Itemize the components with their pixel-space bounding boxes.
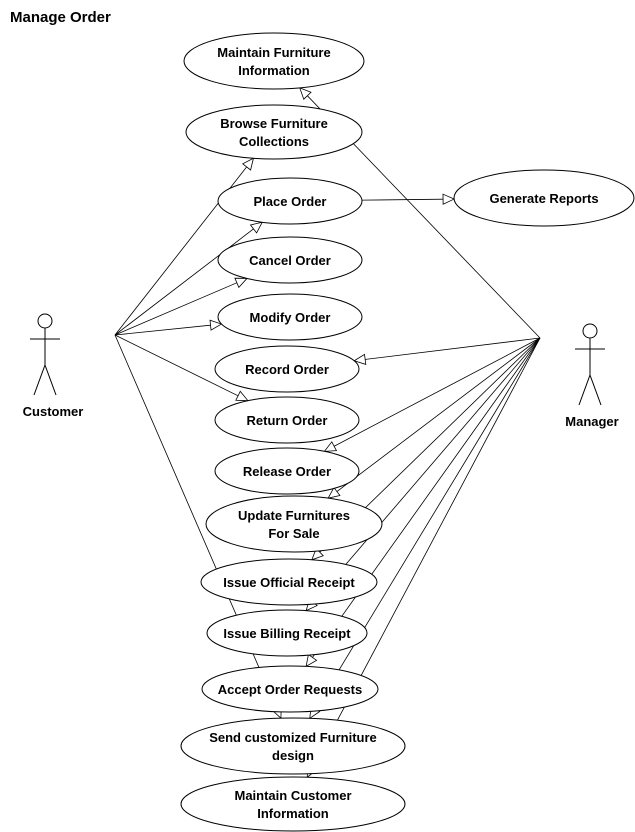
use-case-ellipse	[201, 665, 379, 713]
association-arrowhead	[299, 87, 312, 100]
association-customer-modify-order	[114, 319, 223, 336]
use-case-ellipse	[453, 169, 635, 227]
use-case-label: Accept Order Requests	[218, 682, 363, 697]
association-manager-record-order	[353, 337, 541, 365]
association-customer-cancel-order	[114, 277, 248, 336]
use-case-label: Maintain Customer	[234, 788, 351, 803]
use-case-label: Place Order	[254, 194, 327, 209]
use-case-cancel-order: Cancel Order	[217, 236, 363, 284]
use-case-ellipse	[205, 495, 383, 553]
association-line	[309, 337, 541, 719]
use-case-release-order: Release Order	[214, 447, 360, 495]
use-case-label: Cancel Order	[249, 253, 331, 268]
associations	[114, 87, 541, 779]
use-case-ellipse	[200, 558, 378, 606]
use-case-label: Modify Order	[250, 310, 331, 325]
use-case-ellipse	[217, 236, 363, 284]
association-manager-accept-order-requests	[305, 337, 541, 668]
use-case-ellipse	[217, 177, 363, 225]
use-case-label: Issue Official Receipt	[223, 575, 355, 590]
use-case-record-order: Record Order	[214, 345, 360, 393]
association-arrowhead	[249, 221, 264, 234]
use-case-ellipse	[185, 104, 363, 160]
association-arrowhead	[234, 277, 248, 289]
use-case-accept-order-requests: Accept Order Requests	[201, 665, 379, 713]
use-case-place-order: Place Order	[217, 177, 363, 225]
use-case-ellipse	[180, 776, 406, 832]
association-line	[306, 337, 541, 778]
association-line	[327, 337, 541, 499]
association-arrowhead	[327, 486, 341, 499]
diagram-title: Manage Order	[10, 9, 111, 26]
use-case-label: Generate Reports	[489, 191, 598, 206]
use-case-send-customized-design: Send customized Furniture design	[180, 717, 406, 775]
actor-customer: Customer	[23, 313, 84, 419]
actor-name: Customer	[23, 404, 84, 419]
association-arrowhead	[235, 390, 249, 402]
use-case-label: design	[272, 748, 314, 763]
actor-stick-figure-icon	[575, 323, 605, 406]
association-line	[114, 221, 263, 336]
use-case-label: Send customized Furniture	[209, 730, 377, 745]
association-place-order-generate-reports	[361, 193, 456, 205]
use-case-label: Record Order	[245, 362, 329, 377]
actor-name: Manager	[565, 414, 618, 429]
association-customer-return-order	[114, 334, 249, 402]
use-case-generate-reports: Generate Reports	[453, 169, 635, 227]
association-arrowhead	[209, 319, 223, 331]
association-customer-place-order	[114, 221, 264, 336]
use-case-ellipse	[214, 396, 360, 444]
use-case-label: Browse Furniture	[220, 116, 328, 131]
use-case-ellipse	[214, 345, 360, 393]
use-case-ellipse	[183, 32, 365, 90]
association-arrowhead	[311, 547, 324, 561]
use-case-ellipse	[214, 447, 360, 495]
actor-manager: Manager	[565, 323, 619, 429]
use-case-issue-billing-receipt: Issue Billing Receipt	[206, 609, 368, 657]
association-manager-update-furnitures	[327, 337, 541, 499]
use-case-ellipse	[217, 293, 363, 341]
association-manager-release-order	[323, 337, 541, 452]
association-arrowhead	[353, 353, 367, 365]
use-case-label: For Sale	[268, 526, 319, 541]
association-line	[114, 323, 222, 336]
association-line	[324, 337, 541, 452]
actor-stick-figure-icon	[30, 313, 60, 396]
use-case-label: Information	[238, 63, 310, 78]
use-case-ellipse	[206, 609, 368, 657]
use-case-ellipse	[180, 717, 406, 775]
association-arrowhead	[241, 157, 255, 171]
association-arrowhead	[305, 653, 318, 668]
use-case-issue-official-receipt: Issue Official Receipt	[200, 558, 378, 606]
use-case-label: Return Order	[247, 413, 328, 428]
association-arrowhead	[442, 193, 456, 205]
use-case-label: Update Furnitures	[238, 508, 350, 523]
association-manager-maintain-customer-info	[306, 337, 541, 779]
use-case-label: Release Order	[243, 464, 331, 479]
association-line	[114, 278, 248, 336]
use-case-modify-order: Modify Order	[217, 293, 363, 341]
association-line	[305, 337, 541, 667]
use-case-label: Information	[257, 806, 329, 821]
use-case-label: Collections	[239, 134, 309, 149]
use-case-label: Issue Billing Receipt	[223, 626, 351, 641]
use-case-return-order: Return Order	[214, 396, 360, 444]
association-line	[114, 334, 249, 402]
use-case-label: Maintain Furniture	[217, 45, 330, 60]
association-line	[361, 198, 455, 201]
association-line	[354, 337, 541, 362]
association-arrowhead	[323, 441, 338, 452]
